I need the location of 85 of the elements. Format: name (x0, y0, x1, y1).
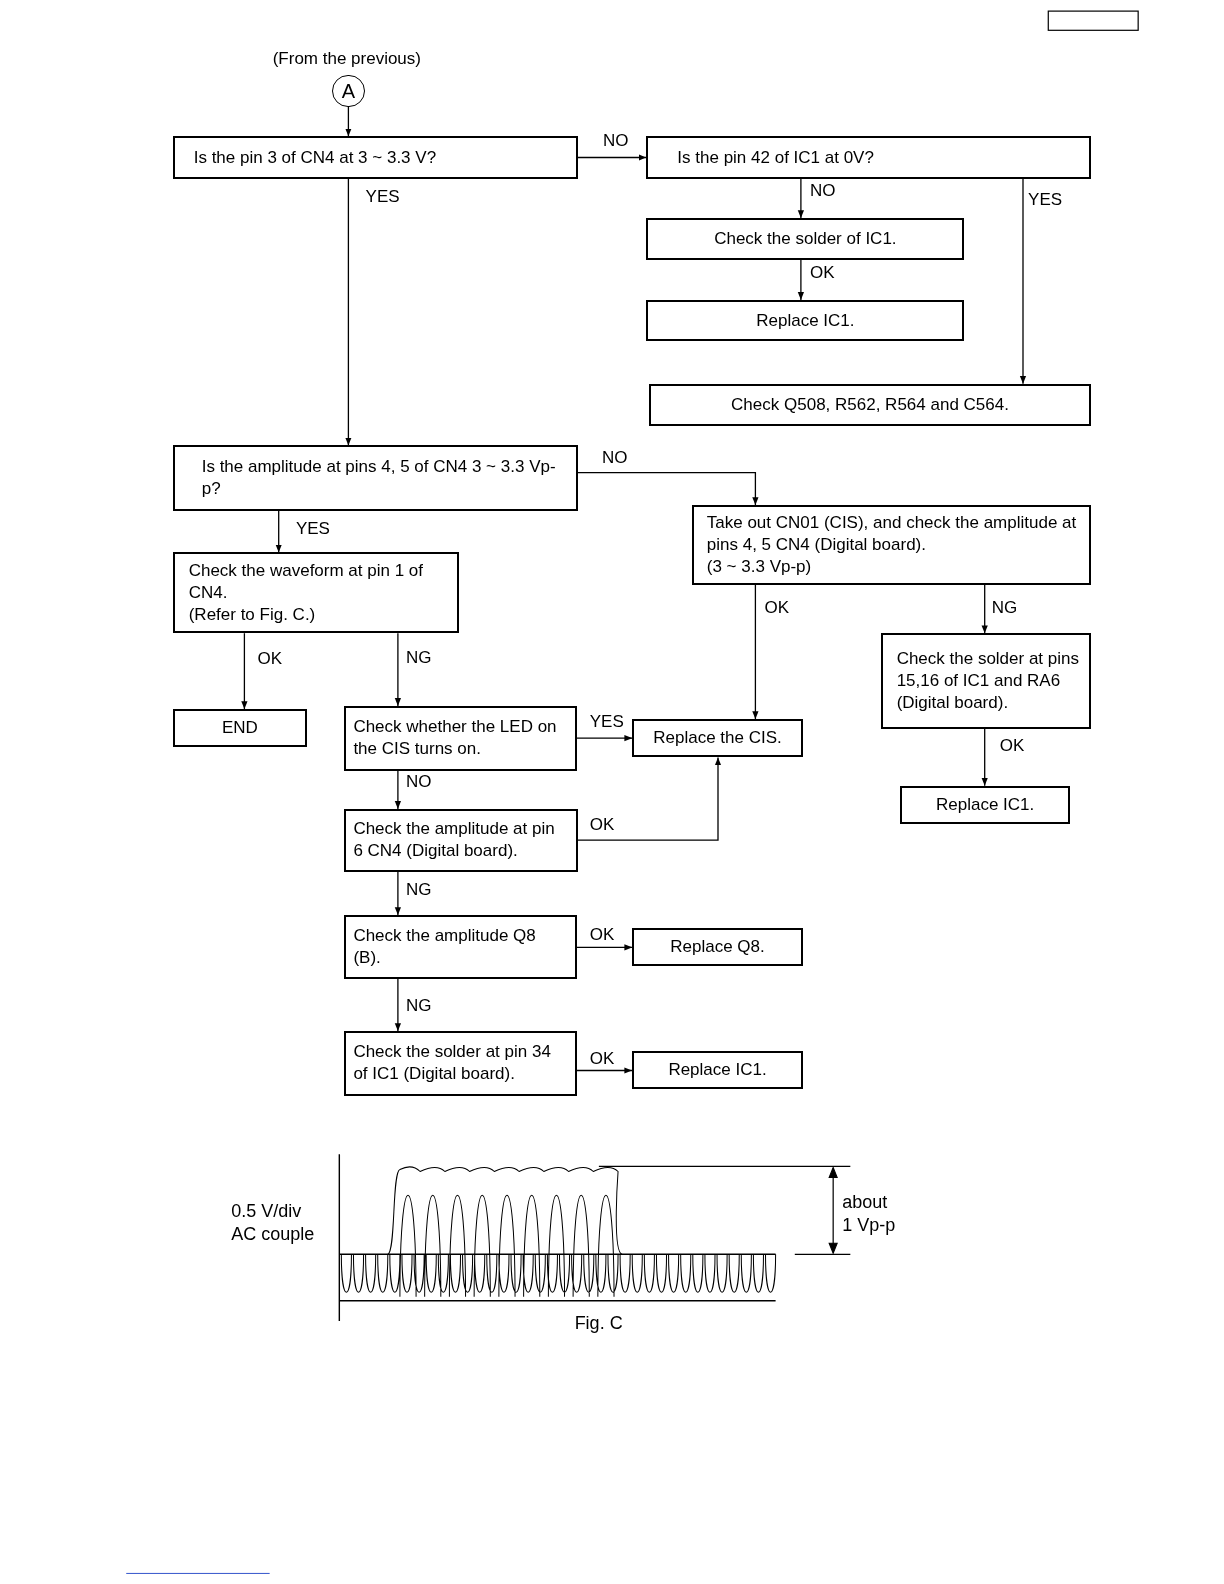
edge-label: NO (601, 448, 628, 469)
scope-note: 0.5 V/div (231, 1199, 302, 1222)
arrow (577, 756, 722, 841)
process-box (344, 1031, 577, 1096)
arrow (797, 258, 804, 301)
edge-label: NG (405, 648, 432, 669)
edge-label: OK (257, 649, 283, 670)
process-box (646, 218, 965, 260)
process-box (899, 785, 1071, 825)
edge-label: YES (589, 711, 624, 732)
arrow (576, 1067, 633, 1074)
box-text: Replace IC1. (936, 793, 1035, 816)
arrow (241, 632, 248, 710)
edge-label: OK (589, 925, 615, 946)
box-text: Is the pin 3 of CN4 at 3 ~ 3.3 V? (193, 146, 437, 169)
arrow (394, 769, 401, 810)
scope-note: 1 Vp-p (842, 1213, 896, 1236)
box-text: (Digital board). (896, 692, 1009, 715)
box-text: Is the amplitude at pins 4, 5 of CN4 3 ~ 3.3 Vp-p? (201, 456, 557, 501)
process-box (646, 299, 965, 342)
edge-label: OK (589, 1049, 615, 1070)
box-text: Is the pin 42 of IC1 at 0V? (677, 146, 874, 169)
edge-label: YES (365, 186, 400, 207)
process-box (649, 383, 1091, 427)
edge-label: NG (991, 597, 1018, 618)
process-box (646, 136, 1091, 179)
arrow (981, 728, 988, 787)
edge-label: YES (1028, 189, 1063, 210)
arrow (345, 106, 352, 137)
edge-label: NG (405, 879, 432, 900)
box-text: Replace IC1. (756, 309, 855, 332)
scope-note: AC couple (231, 1223, 315, 1245)
beside-text: (From the previous) (272, 48, 421, 71)
process-box (172, 708, 307, 748)
edge-label: NO (602, 131, 629, 152)
edge-label: OK (589, 815, 615, 835)
arrow (797, 178, 804, 219)
arrow (394, 870, 401, 916)
arrow (576, 944, 633, 951)
process-box (632, 928, 803, 967)
edge-label: OK (999, 736, 1025, 757)
box-text: Check Q508, R562, R564 and C564. (731, 393, 1009, 416)
arrow (577, 154, 647, 161)
box-text: (3 ~ 3.3 Vp-p) (706, 555, 812, 578)
arrow (981, 584, 988, 634)
figure-caption: Fig. C (574, 1311, 623, 1334)
arrow (752, 584, 759, 720)
box-text: END (221, 717, 258, 740)
process-box (172, 136, 578, 179)
process-box (632, 1051, 803, 1089)
box-text: Replace IC1. (668, 1058, 767, 1081)
process-box (172, 445, 578, 511)
process-box (344, 914, 577, 979)
arrow (345, 178, 352, 447)
scope-note: about (842, 1190, 888, 1213)
arrow (1019, 178, 1027, 385)
arrow (576, 735, 633, 742)
box-text: Check the solder at pin 34 of IC1 (Digital board). (353, 1041, 552, 1086)
edge-label: OK (764, 597, 790, 618)
edge-label: YES (295, 519, 330, 540)
process-box (344, 705, 577, 771)
box-text: Check the amplitude at pin 6 CN4 (Digital board). (353, 818, 556, 863)
box-text: Check the solder of IC1. (714, 227, 897, 250)
box-text: Check the waveform at pin 1 of CN4. (188, 559, 425, 604)
arrow (275, 510, 282, 554)
edge-label: NG (405, 995, 432, 1016)
edge-label: NO (809, 180, 836, 201)
process-box (344, 808, 578, 872)
arrow (394, 632, 401, 707)
edge-label: NO (405, 771, 432, 792)
box-text: Replace Q8. (670, 936, 765, 959)
box-text: Check the amplitude Q8 (B). (353, 924, 537, 969)
arrow (394, 977, 401, 1032)
arrow (577, 471, 759, 506)
box-text: Check the solder at pins 15,16 of IC1 and RA6 (896, 648, 1080, 693)
process-box (632, 719, 803, 758)
box-text: Take out CN01 (CIS), and check the amplitude at pins 4, 5 CN4 (Digital board). (706, 511, 1078, 556)
process-box (691, 504, 1091, 585)
connector-letter: A (341, 79, 356, 102)
process-box (880, 633, 1091, 730)
edge-label: OK (809, 262, 835, 283)
box-text: (Refer to Fig. C.) (188, 603, 316, 626)
box-text: Replace the CIS. (653, 727, 782, 750)
process-box (172, 552, 460, 634)
box-text: Check whether the LED on the CIS turns on. (353, 716, 558, 761)
